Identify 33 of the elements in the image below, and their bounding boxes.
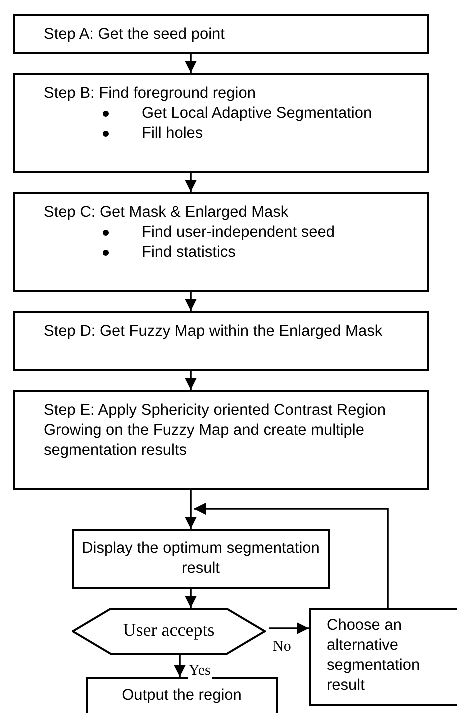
step-text: Step B: Find foreground region (44, 84, 257, 104)
arrow (185, 371, 197, 390)
process-box (13, 192, 429, 292)
arrow (185, 54, 197, 73)
process-box (86, 677, 278, 713)
step-text: Step D: Get Fuzzy Map within the Enlarged Mask (44, 322, 384, 342)
arrow (174, 655, 186, 677)
decision-text: User accepts (122, 620, 216, 640)
edge-label: Yes (188, 663, 212, 679)
process-box (13, 390, 429, 490)
process-box (72, 529, 330, 589)
arrow (185, 589, 197, 608)
process-box (13, 73, 429, 173)
step-text: Step A: Get the seed point (44, 25, 226, 45)
arrow (194, 503, 389, 608)
process-box (13, 14, 429, 54)
arrow (185, 490, 197, 529)
process-box (13, 311, 429, 371)
step-text: Output the region (121, 686, 243, 706)
bullet-text: Get Local Adaptive Segmentation (142, 105, 372, 122)
arrow (269, 622, 309, 634)
bullet-text: Find statistics (142, 244, 236, 261)
step-text: Step C: Get Mask & Enlarged Mask (44, 203, 290, 223)
process-box (309, 608, 457, 706)
arrow (185, 173, 197, 192)
step-text: Step E: Apply Sphericity oriented Contrast Region Growing on the Fuzzy Map and create multiple segmentation results (44, 401, 388, 461)
decision-hexagon (72, 608, 266, 655)
bullet-text: Fill holes (142, 125, 204, 142)
edge-label: No (272, 638, 292, 654)
arrow (185, 292, 197, 311)
step-text: Display the optimum segmentation result (81, 539, 321, 579)
step-text: Choose an alternative segmentation result (327, 616, 422, 696)
bullet-text: Find user-independent seed (142, 224, 336, 241)
